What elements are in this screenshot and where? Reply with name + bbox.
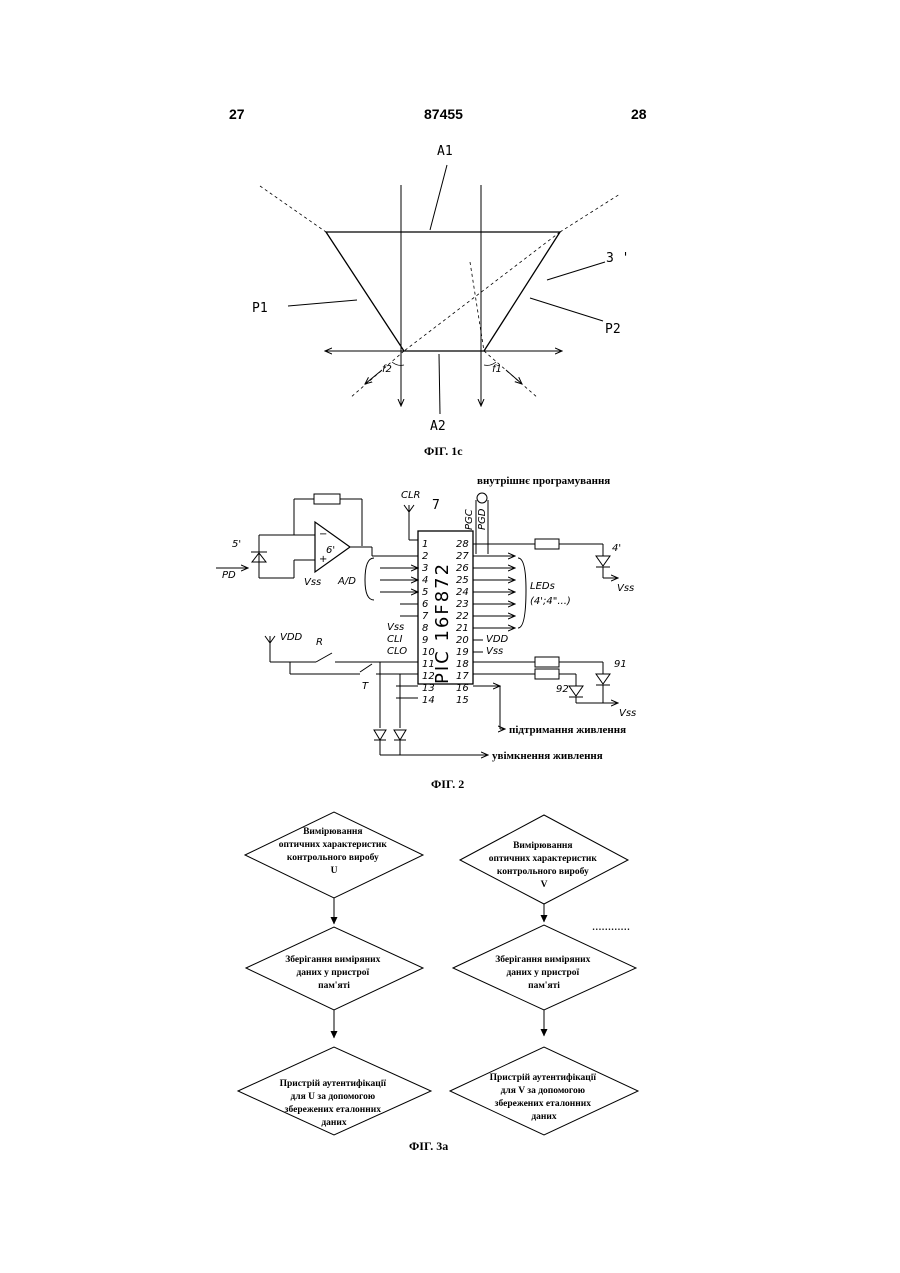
chip-name: PIC 16F872 xyxy=(432,562,453,684)
pin-number-left: 7 xyxy=(422,611,429,622)
pin-number-left: 5 xyxy=(422,587,428,598)
pin-label-vdd: VDD xyxy=(486,634,509,645)
pin-number-right: 27 xyxy=(456,551,469,562)
pin-number-right: 25 xyxy=(456,575,469,586)
pin-number-left: 6 xyxy=(422,599,428,610)
leds-refs: (4';4"...) xyxy=(530,596,571,607)
power-on-label: увімкнення живлення xyxy=(492,750,603,762)
pin-number-left: 8 xyxy=(422,623,428,634)
flow-left-store-text: Зберігання виміряних даних у пристрої па… xyxy=(285,954,383,991)
pin-number-right: 28 xyxy=(456,539,469,550)
vdd-label: VDD xyxy=(280,632,303,643)
pin-label-vss: Vss xyxy=(387,622,404,633)
pin-number-left: 13 xyxy=(422,683,435,694)
pin-number-right: 16 xyxy=(456,683,469,694)
pin-number-right: 22 xyxy=(456,611,469,622)
pin-number-right: 19 xyxy=(456,647,469,658)
pin-number-right: 23 xyxy=(456,599,469,610)
pin-number-left: 1 xyxy=(422,539,428,550)
flow-right-measure-text: Вимірювання оптичних характеристик контр… xyxy=(489,840,600,890)
opamp-plus: + xyxy=(319,554,327,565)
vss-label-led2: Vss xyxy=(619,708,636,719)
power-hold-label: підтримання живлення xyxy=(509,724,626,736)
vss-label-opamp: Vss xyxy=(304,577,321,588)
pin-label-cli: CLI xyxy=(387,634,403,645)
pgc-label: PGC xyxy=(464,509,475,530)
sensor-pd: PD xyxy=(222,570,236,581)
figure-3a-labels: Вимірювання оптичних характеристик контр… xyxy=(279,826,630,1128)
led-92-label: 92 xyxy=(556,684,569,695)
pin-number-left: 3 xyxy=(422,563,428,574)
led-91-label: 91 xyxy=(614,659,627,670)
label-f1: f1 xyxy=(492,364,502,375)
flow-ellipsis: ………… xyxy=(592,923,630,933)
pin-label-clo: CLO xyxy=(387,646,407,657)
switch-t-label: T xyxy=(362,681,369,692)
figure-1c xyxy=(260,165,620,414)
opamp-minus: − xyxy=(319,529,327,540)
pin-number-left: 4 xyxy=(422,575,428,586)
fig-1c-caption: ФІГ. 1с xyxy=(424,444,463,459)
ad-label: A/D xyxy=(337,576,356,587)
figure-2 xyxy=(216,493,618,755)
label-3-prime: 3 ' xyxy=(606,251,629,266)
flow-left-measure-text: Вимірювання оптичних характеристик контр… xyxy=(279,826,390,876)
flow-right-store-text: Зберігання виміряних даних у пристрої па… xyxy=(495,954,593,991)
pin-number-left: 9 xyxy=(422,635,428,646)
label-p2: P2 xyxy=(605,322,621,337)
pgd-label: PGD xyxy=(477,508,488,530)
flow-right-auth-text: Пристрій аутентифікації для V за допомог… xyxy=(490,1072,599,1122)
flow-left-auth-text: Пристрій аутентифікації для U за допомог… xyxy=(280,1078,389,1128)
pin-number-right: 26 xyxy=(456,563,469,574)
pin-number-right: 18 xyxy=(456,659,469,670)
clr-label: CLR xyxy=(401,490,421,501)
pin-number-left: 11 xyxy=(422,659,435,670)
sensor-ref: 5' xyxy=(232,539,241,550)
internal-programming-label: внутрішнє програмування xyxy=(477,475,610,487)
leds-label: LEDs xyxy=(530,581,555,592)
figure-2-labels: PIC 16F872 7 внутрішнє програмування PGC… xyxy=(222,475,636,762)
label-a1: A1 xyxy=(437,144,453,159)
pin-label-vss-right: Vss xyxy=(486,646,503,657)
vss-label-led: Vss xyxy=(617,583,634,594)
pin-number-right: 20 xyxy=(456,635,469,646)
pin-number-right: 24 xyxy=(456,587,469,598)
switch-r-label: R xyxy=(316,637,323,648)
fig-3a-caption: ФІГ. 3а xyxy=(409,1139,448,1154)
chip-ref: 7 xyxy=(432,498,440,513)
pin-number-right: 15 xyxy=(456,695,469,706)
label-f2: f2 xyxy=(382,364,392,375)
pin-number-left: 10 xyxy=(422,647,435,658)
pin-number-left: 12 xyxy=(422,671,435,682)
led-4-prime: 4' xyxy=(612,543,621,554)
pin-number-right: 21 xyxy=(456,623,469,634)
fig-2-caption: ФІГ. 2 xyxy=(431,777,464,792)
pin-number-left: 2 xyxy=(422,551,428,562)
pin-number-right: 17 xyxy=(456,671,469,682)
pin-number-left: 14 xyxy=(422,695,435,706)
label-p1: P1 xyxy=(252,301,268,316)
label-a2: A2 xyxy=(430,419,446,434)
